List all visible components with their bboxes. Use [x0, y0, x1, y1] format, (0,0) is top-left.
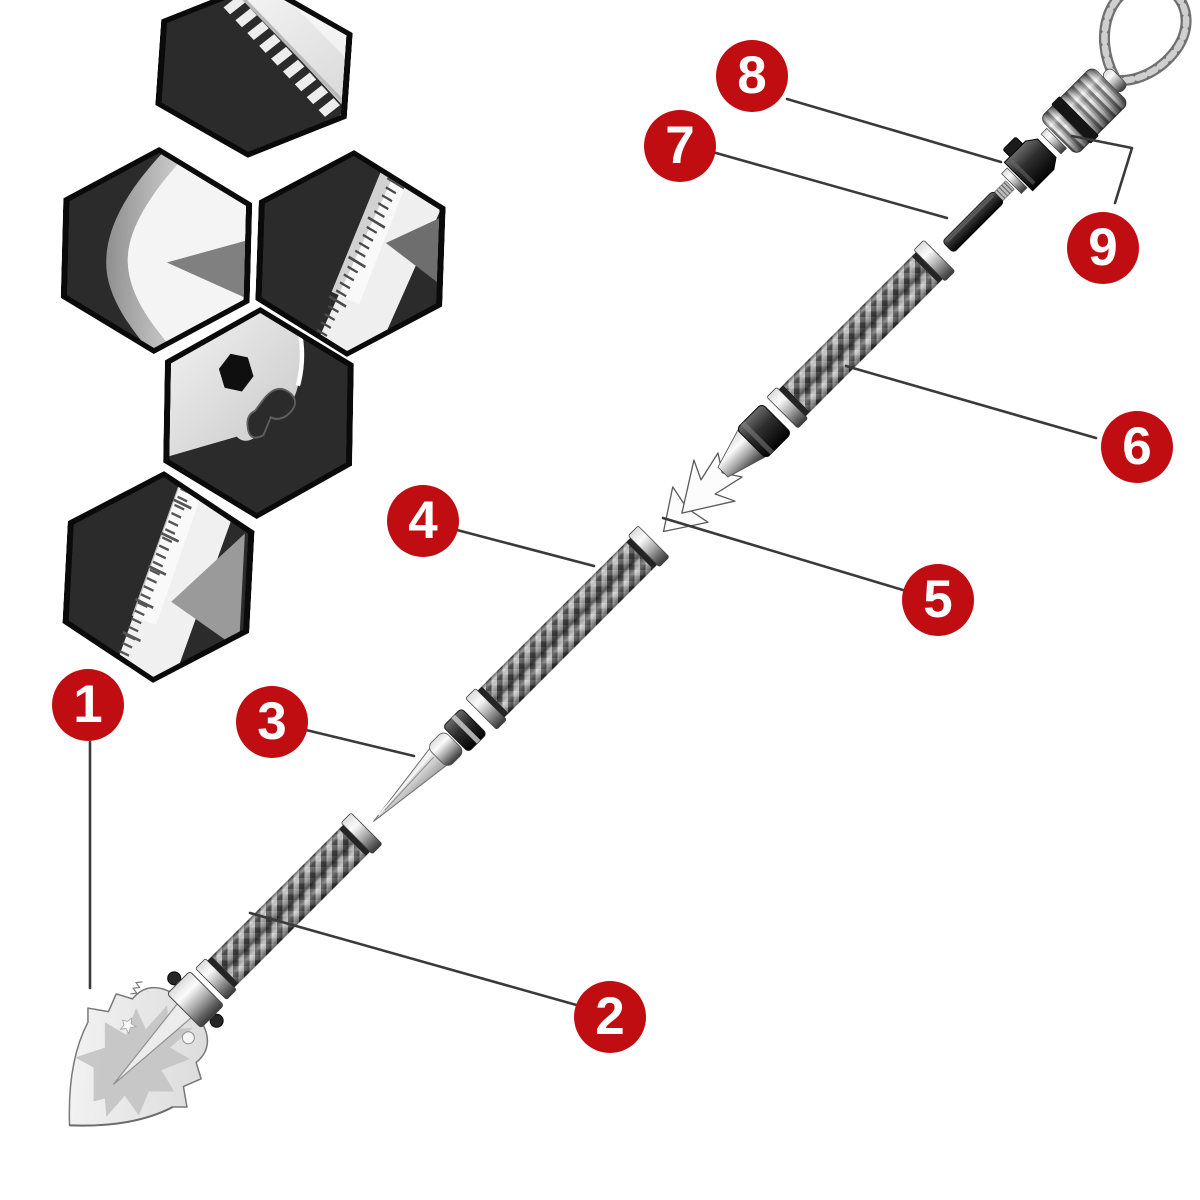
callout-1: 1 [52, 669, 124, 741]
connector-coupler [1001, 137, 1057, 194]
callout-number: 3 [257, 691, 287, 751]
callout-number: 6 [1122, 416, 1152, 476]
callout-number: 4 [408, 490, 438, 550]
callout-8: 8 [716, 40, 788, 112]
callout-9: 9 [1067, 212, 1139, 284]
extension-rod [943, 180, 1015, 252]
inset-ruler-detail [60, 466, 258, 687]
arrowhead-attachment [662, 405, 790, 533]
shovel-bracket [167, 971, 224, 1028]
callout-number: 8 [737, 45, 767, 105]
callout-3: 3 [236, 686, 308, 758]
callout-5: 5 [902, 564, 974, 636]
end-cap [1040, 68, 1127, 155]
paracord-loop [1099, 0, 1192, 86]
callout-number: 7 [665, 115, 695, 175]
callout-4: 4 [387, 485, 459, 557]
callout-number: 9 [1088, 217, 1118, 277]
ruler-detail-icon [66, 473, 251, 682]
callout-2: 2 [574, 981, 646, 1053]
callout-number: 2 [595, 986, 625, 1046]
knife-spike-attachment [373, 709, 486, 822]
callout-7: 7 [644, 110, 716, 182]
callout-number: 5 [923, 569, 953, 629]
grip-tube-3 [767, 240, 955, 428]
inset-ruler-detail-image [66, 473, 251, 682]
grip-tube-2 [465, 526, 669, 730]
callout-number: 1 [73, 674, 103, 734]
callout-6: 6 [1101, 411, 1173, 483]
grip-tube-1 [195, 813, 382, 1000]
inset-ruler-scale [253, 147, 447, 360]
